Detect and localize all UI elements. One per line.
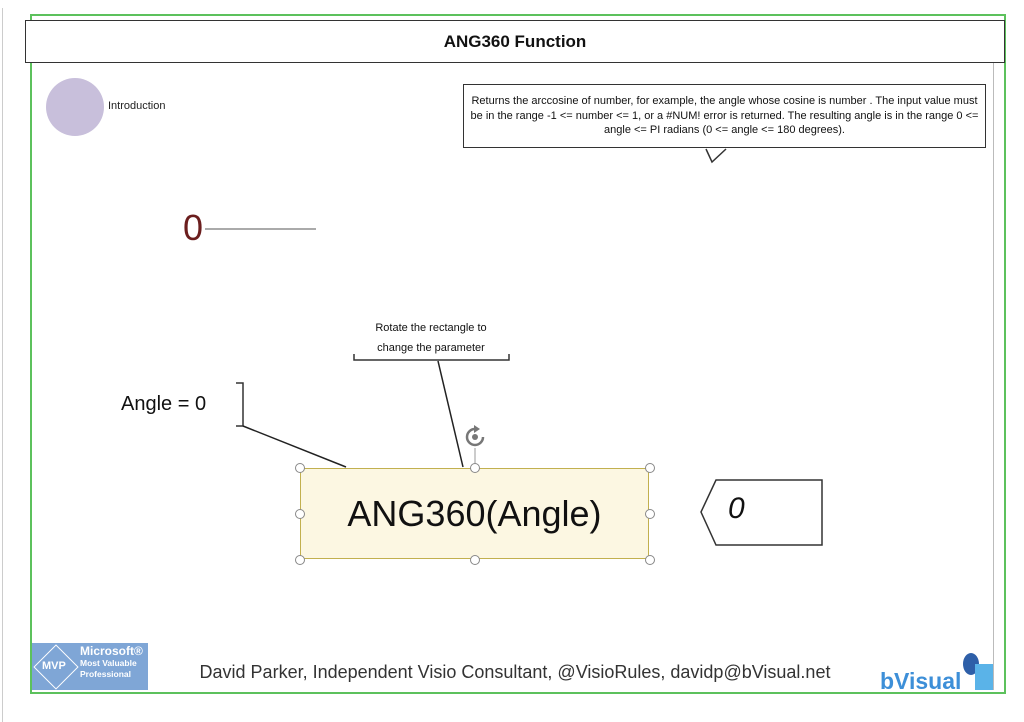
page-edge bbox=[2, 8, 3, 722]
note-connector bbox=[437, 360, 464, 468]
page-title: ANG360 Function bbox=[25, 20, 1005, 63]
description-callout: Returns the arccosine of number, for exa… bbox=[463, 84, 986, 148]
ang360-shape[interactable]: ANG360(Angle) bbox=[300, 468, 649, 559]
resize-handle bbox=[645, 555, 655, 565]
resize-handle bbox=[295, 555, 305, 565]
value-display: 0 bbox=[183, 207, 204, 248]
mvp-line1: Microsoft® bbox=[80, 644, 143, 658]
introduction-button[interactable] bbox=[46, 78, 104, 136]
page-edge bbox=[993, 63, 994, 690]
resize-handle bbox=[645, 509, 655, 519]
resize-handle bbox=[470, 463, 480, 473]
resize-handle bbox=[295, 463, 305, 473]
angle-bracket bbox=[236, 382, 244, 427]
result-value: 0 bbox=[728, 492, 745, 525]
bvisual-logo: bVisual bbox=[880, 668, 962, 694]
introduction-label[interactable]: Introduction bbox=[108, 100, 166, 112]
mvp-badge: MVP bbox=[42, 660, 66, 672]
footer-credits: David Parker, Independent Visio Consulta… bbox=[199, 662, 831, 682]
resize-handle bbox=[645, 463, 655, 473]
mvp-line3: Professional bbox=[80, 669, 132, 679]
resize-handle bbox=[295, 509, 305, 519]
angle-label: Angle = 0 bbox=[121, 393, 207, 415]
resize-handle bbox=[470, 555, 480, 565]
callout-tail bbox=[705, 148, 727, 164]
angle-connector bbox=[242, 425, 347, 468]
rotate-note-line2: change the parameter bbox=[377, 342, 485, 354]
page-border bbox=[30, 14, 1006, 694]
bvisual-logo-mark bbox=[975, 664, 993, 690]
rotate-note: Rotate the rectangle to change the param… bbox=[350, 318, 512, 358]
mvp-line2: Most Valuable bbox=[80, 658, 137, 668]
description-text: Returns the arccosine of number, for exa… bbox=[470, 95, 979, 137]
result-tag-shape bbox=[700, 479, 823, 546]
note-bracket bbox=[353, 354, 510, 361]
rotate-handle-icon bbox=[465, 425, 485, 447]
rotate-note-line1: Rotate the rectangle to bbox=[375, 322, 487, 334]
shape-label: ANG360(Angle) bbox=[347, 492, 602, 534]
